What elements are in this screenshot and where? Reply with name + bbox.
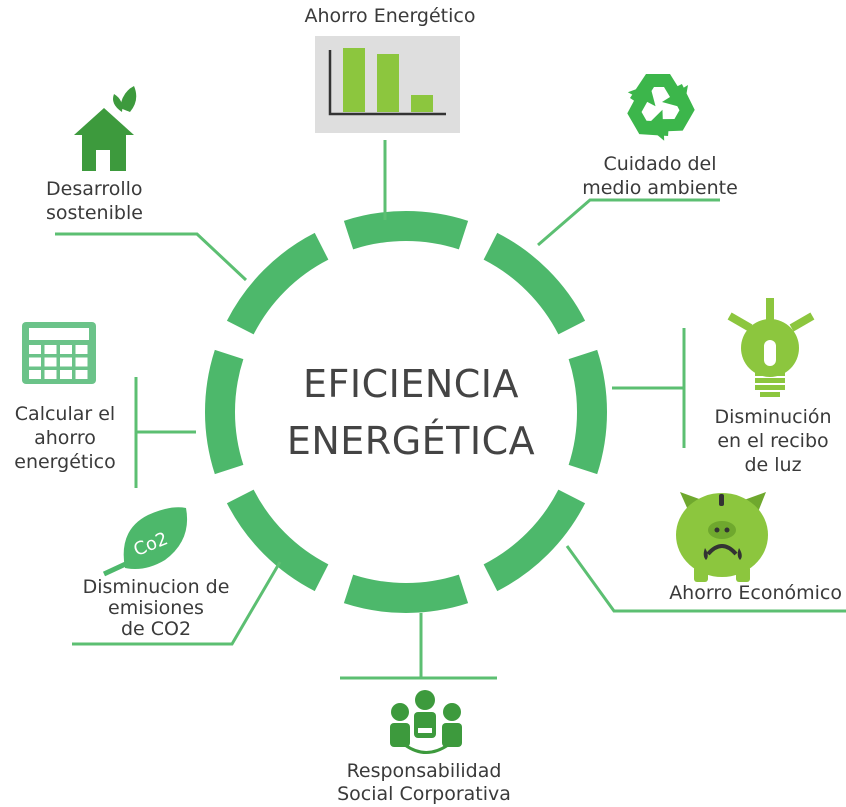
label-calcular-line2: ahorro — [34, 427, 96, 449]
ring-segment — [205, 349, 244, 475]
connector-cuidado-medio-ambiente — [537, 198, 720, 247]
recycle-icon — [627, 74, 695, 141]
label-emisiones-line2: emisiones — [108, 597, 204, 619]
ring-segment — [343, 574, 469, 613]
calculator-key — [75, 370, 88, 379]
calculator-key — [75, 345, 88, 354]
calculator-key — [60, 345, 72, 354]
calculator-key — [29, 370, 41, 379]
calculator-key — [29, 357, 41, 367]
node-desarrollo-sostenible: Desarrollo sostenible — [46, 178, 143, 224]
bar-chart-icon — [315, 36, 460, 133]
ring — [205, 211, 607, 613]
calculator-key — [44, 370, 57, 379]
house-leaf-icon — [74, 86, 137, 171]
node-ahorro-economico: Ahorro Económico — [669, 582, 842, 604]
ring-segment — [343, 211, 469, 250]
calculator-key — [75, 357, 88, 367]
calculator-key — [29, 345, 41, 354]
calculator-key — [60, 370, 72, 379]
label-calcular-line1: Calcular el — [15, 403, 115, 425]
label-recibo-line1: Disminución — [714, 406, 831, 428]
node-cuidado-medio-ambiente: Cuidado del medio ambiente — [582, 153, 738, 199]
recycle-arrow — [646, 84, 695, 141]
label-responsabilidad-line1: Responsabilidad — [347, 760, 502, 782]
label-ahorro-energetico: Ahorro Energético — [305, 5, 476, 27]
label-ahorro-economico: Ahorro Económico — [669, 582, 842, 604]
connector-disminucion-emisiones — [72, 561, 282, 646]
node-ahorro-energetico: Ahorro Energético — [305, 5, 476, 27]
label-desarrollo-line2: sostenible — [46, 202, 143, 224]
label-calcular-line3: energético — [14, 451, 115, 473]
center-title-line2: ENERGÉTICA — [287, 419, 535, 463]
calculator-key — [44, 345, 57, 354]
label-recibo-line3: de luz — [744, 454, 801, 476]
ring-segment — [483, 489, 586, 592]
calculator-key — [44, 357, 57, 367]
ring-segment — [568, 349, 607, 475]
co2-leaf-icon: Co2 — [102, 507, 188, 577]
people-icon — [390, 690, 462, 754]
label-emisiones-line3: de CO2 — [121, 618, 191, 640]
ring-segment — [226, 232, 329, 335]
label-cuidado-line1: Cuidado del — [603, 153, 716, 175]
lightbulb-icon — [727, 298, 815, 397]
node-disminucion-emisiones: Disminucion de emisiones de CO2 — [83, 576, 230, 640]
center-title-line1: EFICIENCIA — [303, 362, 519, 406]
piggy-bank-icon — [676, 492, 768, 582]
connector-desarrollo-sostenible — [55, 232, 248, 282]
node-calcular-ahorro: Calcular el ahorro energético — [14, 403, 115, 473]
ring-segment — [483, 232, 586, 335]
ring-segment — [226, 489, 329, 592]
node-responsabilidad-social: Responsabilidad Social Corporativa — [337, 760, 511, 805]
calculator-icon — [22, 322, 96, 384]
node-disminucion-recibo: Disminución en el recibo de luz — [714, 406, 831, 476]
recycle-arrow — [627, 84, 669, 136]
connector-ahorro-economico — [565, 545, 846, 613]
calculator-key — [60, 357, 72, 367]
label-responsabilidad-line2: Social Corporativa — [337, 783, 511, 805]
label-emisiones-line1: Disminucion de — [83, 576, 230, 598]
connectors — [55, 140, 846, 680]
label-recibo-line2: en el recibo — [717, 430, 828, 452]
label-cuidado-line2: medio ambiente — [582, 177, 738, 199]
label-desarrollo-line1: Desarrollo — [46, 178, 143, 200]
